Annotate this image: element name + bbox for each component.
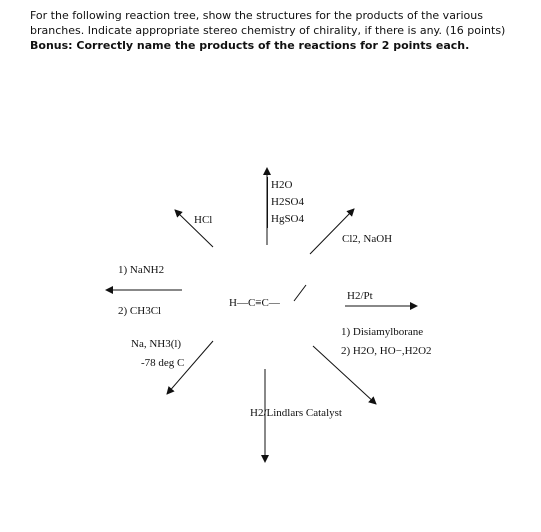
reagent-left-2: 2) CH3Cl <box>118 305 162 317</box>
reagent-right: H2/Pt <box>347 290 373 302</box>
reagent-down-right-1: 1) Disiamylborane <box>341 326 424 338</box>
reagent-up-1: H2O <box>271 179 293 191</box>
arrow-up-left <box>174 209 214 248</box>
reagent-down: H2/Lindlars Catalyst <box>250 407 342 419</box>
reagent-down-left-2: -78 deg C <box>141 357 185 369</box>
question-body: For the following reaction tree, show th… <box>30 9 506 37</box>
center-bond-line <box>293 284 307 302</box>
up-reagents: H2O H2SO4 HgSO4 <box>267 177 304 228</box>
bonus-text: Bonus: Correctly name the products of th… <box>30 39 470 52</box>
reagent-up-2: H2SO4 <box>271 196 305 208</box>
reagent-up-left: HCl <box>194 214 213 226</box>
arrow-down-right <box>312 345 377 405</box>
center-molecule: H—C≡C— <box>229 297 280 309</box>
question-text: For the following reaction tree, show th… <box>30 8 520 53</box>
reagent-left-1: 1) NaNH2 <box>118 264 165 276</box>
reagent-down-right-2: 2) H2O, HO−,H2O2 <box>341 345 432 357</box>
arrow-up-right <box>309 208 355 255</box>
reagent-up-right: Cl2, NaOH <box>342 233 393 245</box>
arrow-down-left <box>166 340 214 395</box>
reagent-down-left-1: Na, NH3(l) <box>131 338 182 350</box>
reagent-up-3: HgSO4 <box>271 213 305 225</box>
